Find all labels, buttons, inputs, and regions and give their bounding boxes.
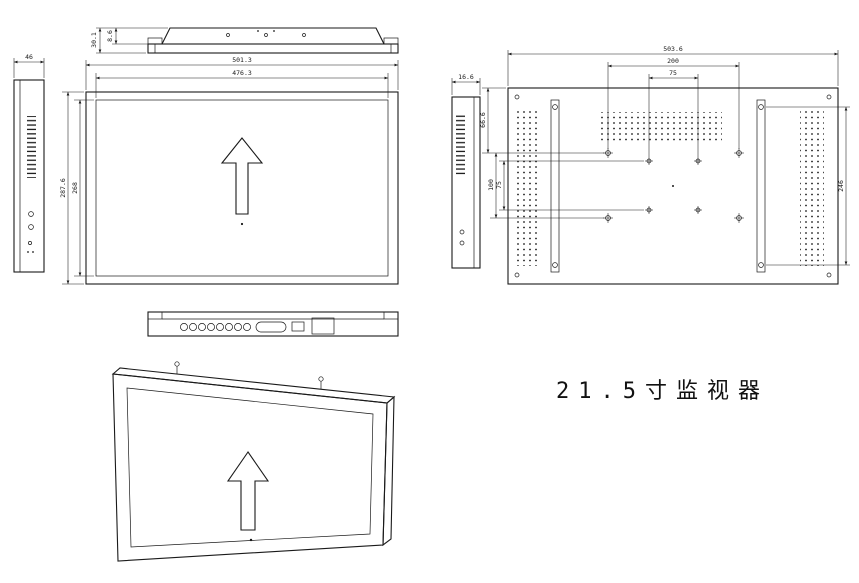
front-view-dimensions: 501.3 476.3 287.6 268: [59, 56, 399, 285]
dim-front-width-outer: 501.3: [232, 56, 252, 64]
dim-rear-rail-height: 246: [837, 180, 845, 192]
drawing-title: 21.5寸监视器: [556, 379, 769, 404]
corner-screws: [514, 94, 832, 278]
rear-view: 503.6 200 75 66.6 100 75 246: [479, 45, 850, 285]
front-view: 501.3 476.3 287.6 268: [59, 56, 399, 285]
orientation-arrow-front: [220, 137, 264, 215]
dim-front-width-active: 476.3: [232, 69, 252, 77]
bracket-holes: [603, 148, 744, 223]
rear-side-view: 16.6: [451, 73, 481, 269]
bottom-connectors: [180, 317, 335, 335]
dim-rear-top-offset: 66.6: [479, 112, 487, 128]
mount-ear-right: [383, 37, 399, 45]
rear-vent-right: [800, 110, 824, 266]
mount-rail-left: [550, 99, 560, 273]
bottom-view: [147, 311, 399, 337]
usb-port: [291, 321, 305, 332]
dim-side-depth: 46: [25, 53, 33, 61]
top-view-dimensions: 8.6 30.1: [90, 27, 168, 54]
side-vent-grille: [24, 116, 37, 178]
dim-top-h2: 30.1: [90, 32, 98, 48]
rear-view-dimensions: 503.6 200 75 66.6 100 75 246: [479, 45, 850, 266]
orientation-arrow-iso: [226, 451, 270, 531]
power-socket: [311, 317, 335, 335]
rear-vent-left: [514, 110, 538, 266]
top-view: 8.6 30.1: [90, 27, 399, 54]
left-side-dimensions: 46: [13, 53, 45, 78]
vga-port: [255, 321, 287, 333]
top-screw-holes: [226, 30, 306, 37]
dim-rear-vesa-height: 75: [495, 181, 503, 189]
dim-rear-mount-width: 200: [667, 57, 679, 65]
iso-top-screws: [174, 361, 324, 389]
rear-perforation-top: [600, 112, 722, 144]
mount-ear-left: [147, 37, 163, 45]
dim-rear-mount-height: 100: [487, 179, 495, 191]
rail-screws: [552, 104, 764, 268]
isometric-view: [111, 361, 396, 562]
dim-rear-width-outer: 503.6: [663, 45, 683, 53]
dim-top-h1: 8.6: [106, 30, 114, 42]
rear-center-mark: [672, 185, 674, 187]
dim-front-height-active: 268: [71, 182, 79, 194]
dim-rear-vesa-width: 75: [669, 69, 677, 77]
rear-side-dimensions: 16.6: [451, 73, 481, 95]
vesa-holes: [645, 157, 702, 214]
dim-front-height-outer: 287.6: [59, 178, 67, 198]
rear-side-vent-grille: [456, 114, 469, 176]
side-buttons: [27, 211, 34, 253]
dim-rear-side-width: 16.6: [458, 73, 474, 81]
mount-rail-right: [756, 99, 766, 273]
iso-screen-outline: [126, 387, 374, 548]
active-area-outline: [95, 99, 389, 277]
left-side-view: 46: [13, 53, 45, 273]
